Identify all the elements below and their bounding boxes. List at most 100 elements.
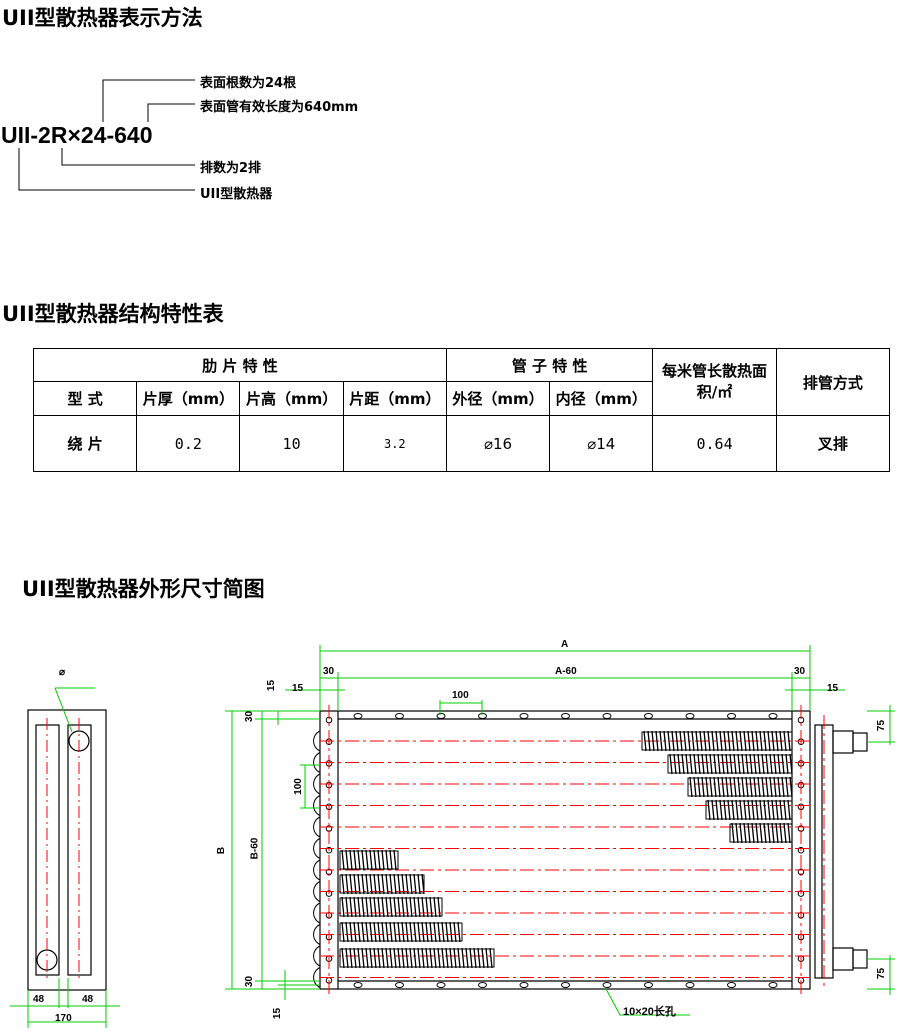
return-bend	[313, 773, 321, 795]
finned-tube-left-2-fin	[389, 873, 393, 895]
finned-tube-left-5-fin	[473, 947, 477, 969]
bottom-slot	[561, 982, 570, 988]
finned-tube-left-2-fin	[417, 873, 421, 895]
return-bend	[313, 881, 321, 902]
side-dim-170: 170	[55, 1013, 72, 1024]
finned-tube-right-1-fin	[711, 730, 715, 752]
finned-tube-left-3-fin	[341, 896, 345, 918]
finned-tube-right-1-fin	[691, 730, 695, 752]
finned-tube-left-2-fin	[361, 873, 365, 895]
finned-tube-left-5-fin	[457, 947, 461, 969]
finned-tube-right-1-fin	[663, 730, 667, 752]
finned-tube-left-1-fin	[377, 849, 381, 871]
finned-tube-right-2-fin	[777, 753, 781, 775]
finned-tube-right-5-fin	[787, 822, 791, 844]
finned-tube-left-3-fin	[357, 896, 361, 918]
header-tube-group: 管 子 特 性	[445, 348, 654, 382]
header-outer-dia: 外径（mm）	[445, 381, 551, 416]
finned-tube-left-1-fin	[349, 849, 353, 871]
return-bend	[313, 838, 321, 859]
finned-tube-right-2-fin	[701, 753, 705, 775]
front-dim-30-left-bottom: 30	[244, 975, 256, 988]
finned-tube-right-5-fin	[751, 822, 755, 844]
finned-tube-right-1-fin	[667, 730, 671, 752]
finned-tube-right-4-fin	[711, 799, 715, 821]
finned-tube-left-2-fin	[393, 873, 397, 895]
finned-tube-right-2-fin	[785, 753, 789, 775]
finned-tube-left-2-fin	[409, 873, 413, 895]
finned-tube-right-5-fin	[767, 822, 771, 844]
finned-tube-right-3-fin	[745, 776, 749, 798]
cell-area: 0.64	[652, 415, 777, 472]
finned-tube-left-5-fin	[433, 947, 437, 969]
finned-tube-left-4-fin	[341, 921, 345, 943]
finned-tube-right-2-fin	[753, 753, 757, 775]
front-dim-30-left-top: 30	[244, 710, 256, 723]
finned-tube-right-4-fin	[755, 799, 759, 821]
finned-tube-left-2-fin	[385, 873, 389, 895]
finned-tube-right-1-fin	[703, 730, 707, 752]
finned-tube-right-2-fin	[677, 753, 681, 775]
finned-tube-left-5-fin	[365, 947, 369, 969]
structure-table: 肋 片 特 性 管 子 特 性 每米管长散热面积/㎡ 排管方式 型 式 片厚（m…	[32, 348, 891, 472]
return-bend	[313, 795, 321, 816]
finned-tube-left-5-fin	[381, 947, 385, 969]
finned-tube-right-3-fin	[713, 776, 717, 798]
finned-tube-left-5-fin	[385, 947, 389, 969]
finned-tube-right-3-fin	[769, 776, 773, 798]
finned-tube-right-3-fin	[781, 776, 785, 798]
top-slot	[436, 713, 446, 719]
top-slot	[768, 713, 778, 719]
finned-tube-right-1-fin	[775, 730, 779, 752]
return-bend	[313, 902, 321, 924]
finned-tube-left-3-fin	[389, 896, 393, 918]
finned-tube-right-3-fin	[765, 776, 769, 798]
finned-tube-right-4-fin	[707, 799, 711, 821]
finned-tube-right-4-fin	[727, 799, 731, 821]
finned-tube-left-3-fin	[361, 896, 365, 918]
header-fin-pitch: 片距（mm）	[342, 381, 447, 416]
finned-tube-left-5-fin	[369, 947, 373, 969]
bottom-slot	[478, 982, 487, 988]
finned-tube-right-2-fin	[709, 753, 713, 775]
finned-tube-right-3-fin	[709, 776, 713, 798]
finned-tube-right-3-fin	[701, 776, 705, 798]
finned-tube-left-4-fin	[409, 921, 413, 943]
finned-tube-left-2-fin	[413, 873, 417, 895]
finned-tube-right-5-fin	[759, 822, 763, 844]
finned-tube-right-5-fin	[755, 822, 759, 844]
finned-tube-right-1-fin	[655, 730, 659, 752]
finned-tube-left-1-fin	[369, 849, 373, 871]
finned-tube-left-5-fin	[461, 947, 465, 969]
finned-tube-left-5-fin	[357, 947, 361, 969]
finned-tube-right-2-fin	[721, 753, 725, 775]
return-bend	[313, 730, 321, 752]
finned-tube-left-3-fin	[373, 896, 377, 918]
top-slot	[602, 713, 612, 719]
finned-tube-left-2-fin	[381, 873, 385, 895]
finned-tube-right-4-fin	[759, 799, 763, 821]
finned-tube-left-4-fin	[445, 921, 449, 943]
cell-type: 绕 片	[32, 415, 138, 472]
finned-tube-left-5-fin	[353, 947, 357, 969]
finned-tube-left-3-fin	[401, 896, 405, 918]
finned-tube-right-1-fin	[743, 730, 747, 752]
finned-tube-right-4-fin	[715, 799, 719, 821]
finned-tube-right-1-fin	[675, 730, 679, 752]
finned-tube-right-2-fin	[741, 753, 745, 775]
finned-tube-left-5-outline	[339, 948, 495, 968]
front-dim-15-top: 15	[266, 679, 278, 692]
finned-tube-right-2-fin	[761, 753, 765, 775]
finned-tube-right-3-fin	[693, 776, 697, 798]
finned-tube-left-5-fin	[445, 947, 449, 969]
finned-tube-right-1-fin	[739, 730, 743, 752]
finned-tube-left-2-fin	[369, 873, 373, 895]
finned-tube-right-1-fin	[719, 730, 723, 752]
finned-tube-right-3-fin	[785, 776, 789, 798]
outline-heading: UII型散热器外形尺寸简图	[22, 577, 265, 601]
finned-tube-right-2-fin	[705, 753, 709, 775]
finned-tube-left-1-fin	[373, 849, 377, 871]
finned-tube-left-5-fin	[409, 947, 413, 969]
bottom-slot	[395, 982, 404, 988]
top-slot	[395, 713, 404, 719]
